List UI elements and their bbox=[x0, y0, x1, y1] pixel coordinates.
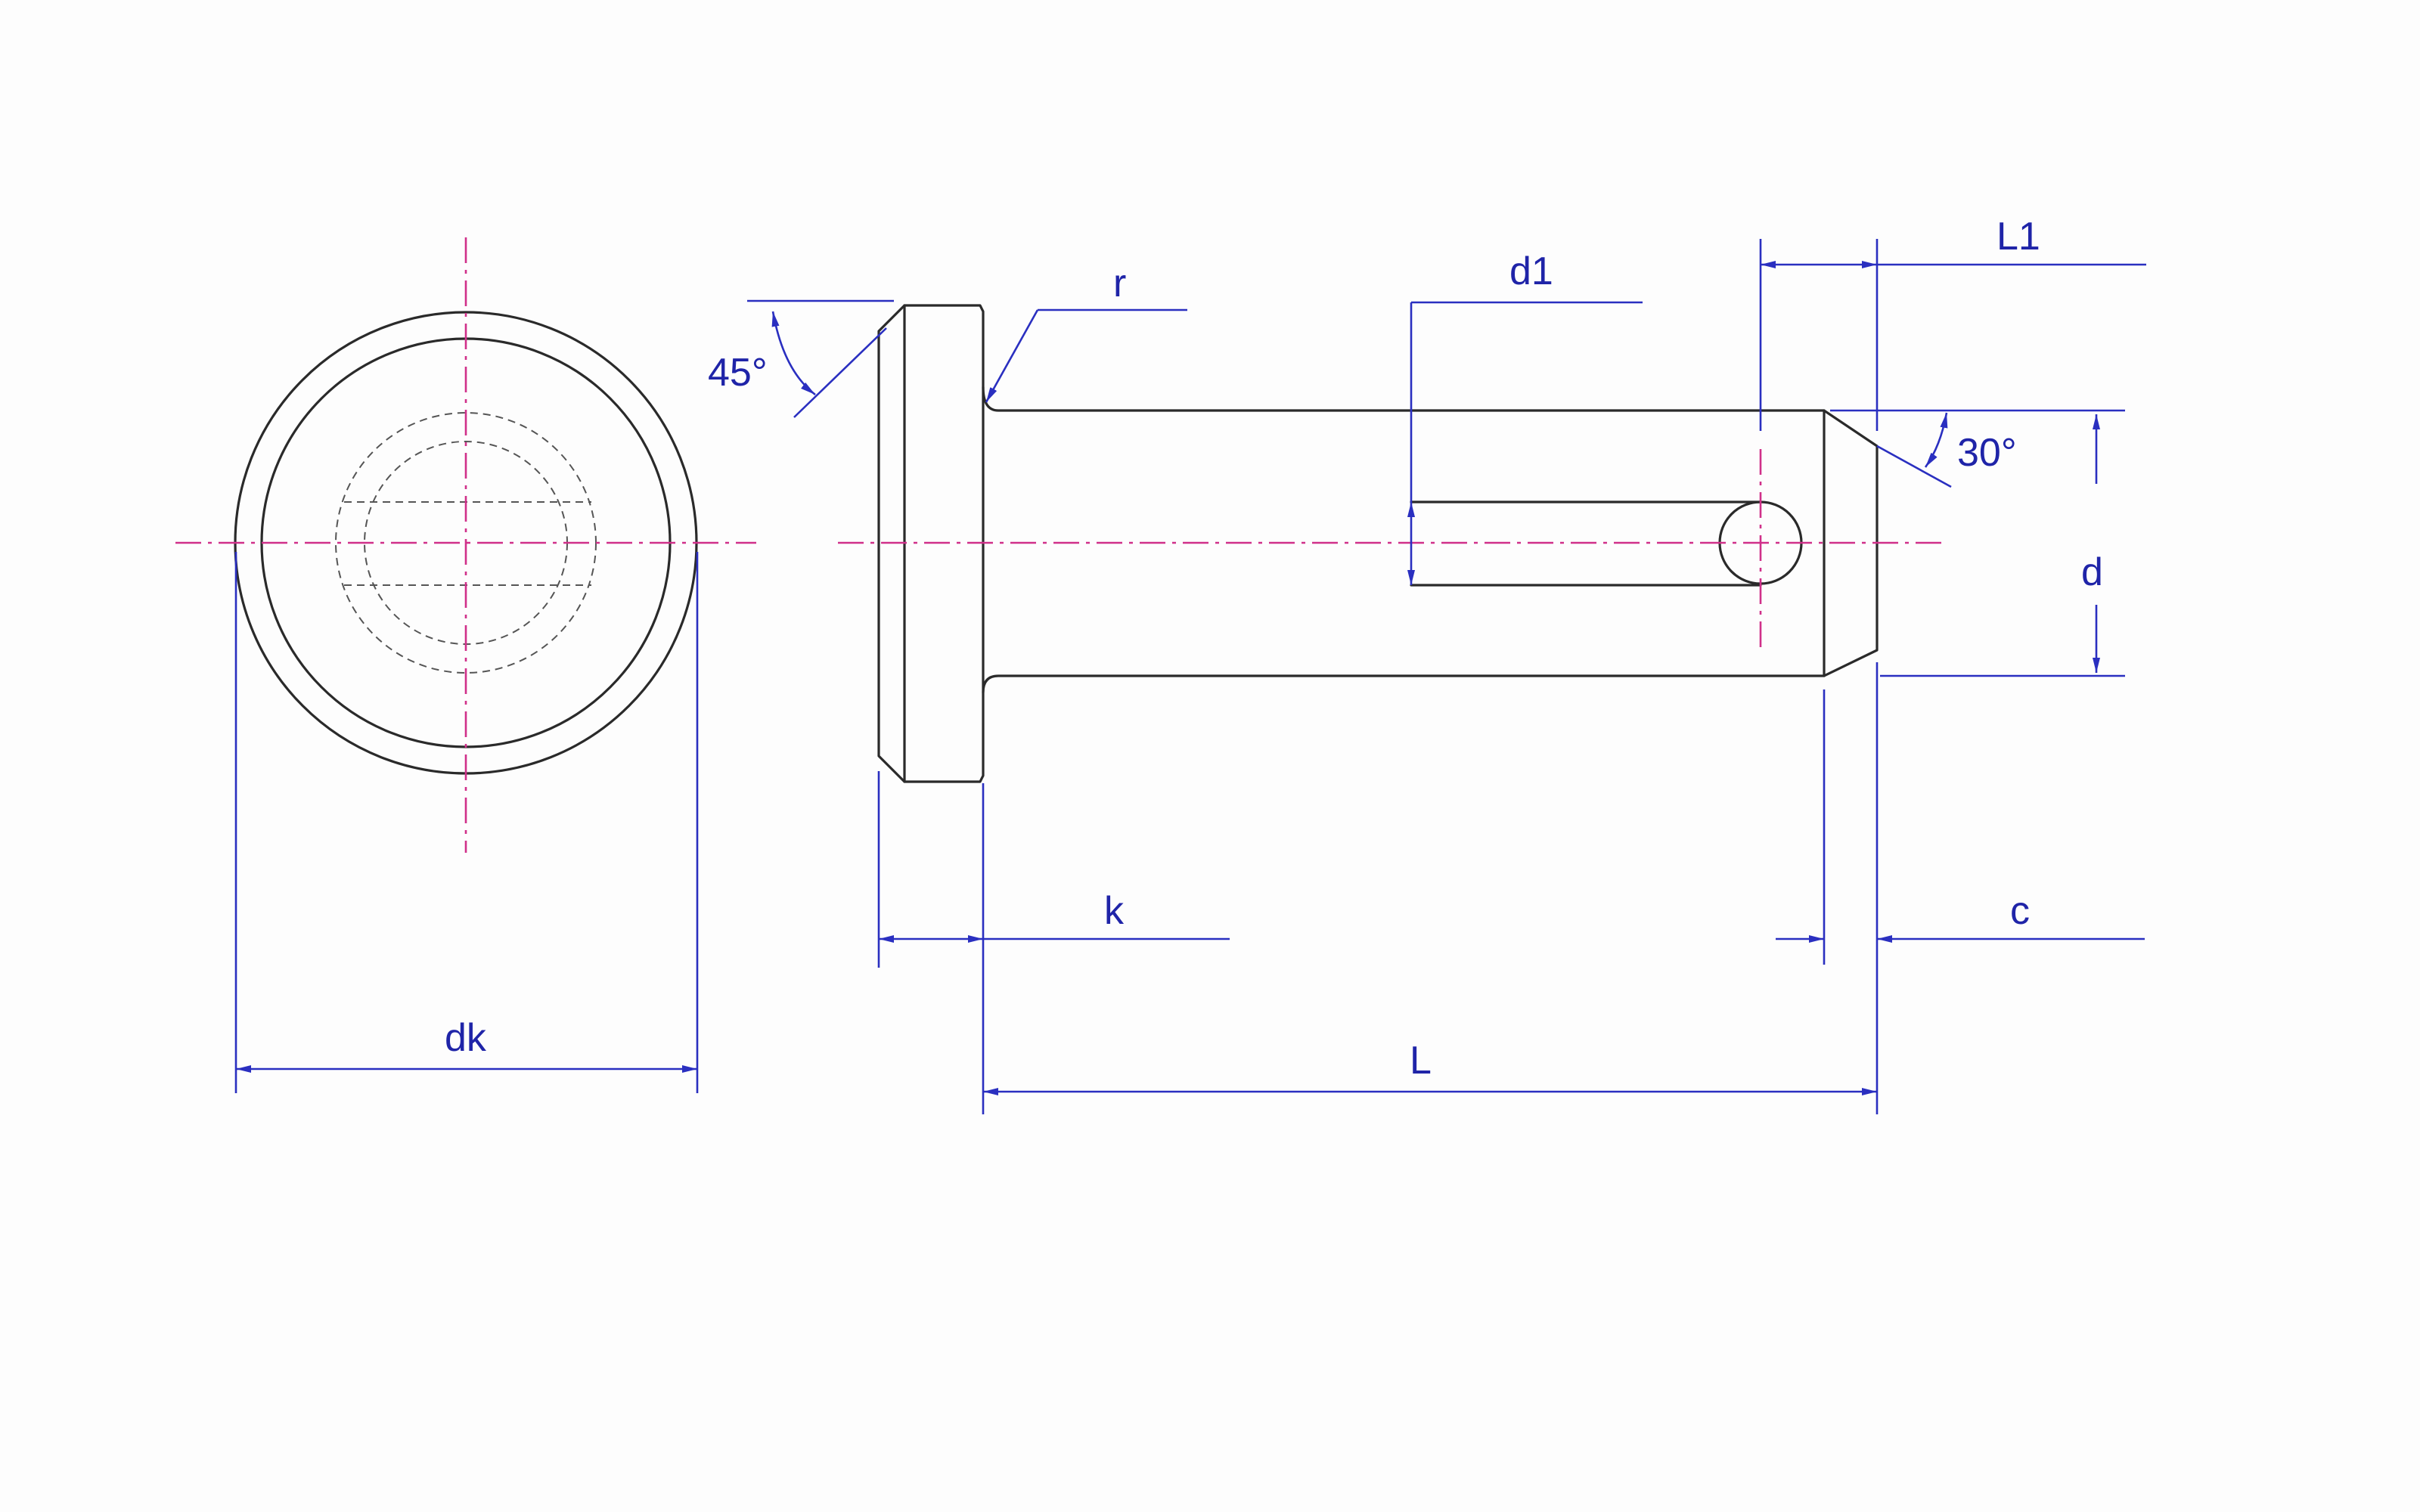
head-diameter-label: dk bbox=[445, 1016, 487, 1060]
dim-pin-length: L bbox=[983, 1039, 1877, 1095]
dim-hole-position: L1 bbox=[1759, 215, 2146, 431]
head-thickness-label: k bbox=[1104, 889, 1125, 933]
pin-head-outline bbox=[877, 304, 985, 783]
hole-position-label: L1 bbox=[1996, 215, 2040, 259]
chamfer-length-label: c bbox=[2010, 889, 2030, 933]
dim-angle-head: 45° bbox=[708, 299, 894, 418]
angle-tip-label: 30° bbox=[1957, 431, 2017, 475]
dim-angle-tip: 30° bbox=[1830, 409, 2125, 488]
side-view bbox=[838, 304, 1944, 783]
dim-radius: r bbox=[985, 262, 1187, 403]
radius-label: r bbox=[1113, 262, 1126, 305]
pin-length-label: L bbox=[1410, 1039, 1432, 1083]
hole-diameter-label: d1 bbox=[1509, 249, 1553, 293]
end-view bbox=[175, 237, 756, 853]
dimensions: 45° r d1 L1 30° bbox=[234, 215, 2146, 1114]
dim-chamfer-length: c bbox=[1776, 662, 2145, 1114]
dim-head-thickness: k bbox=[877, 771, 1230, 1114]
dim-head-diameter: dk bbox=[234, 552, 699, 1093]
angle-head-label: 45° bbox=[708, 351, 768, 395]
shank-diameter-label: d bbox=[2081, 550, 2103, 594]
dim-hole-diameter: d1 bbox=[1407, 249, 1643, 585]
pin-shank-outline bbox=[982, 386, 1879, 694]
dim-shank-diameter: d bbox=[1880, 414, 2125, 677]
